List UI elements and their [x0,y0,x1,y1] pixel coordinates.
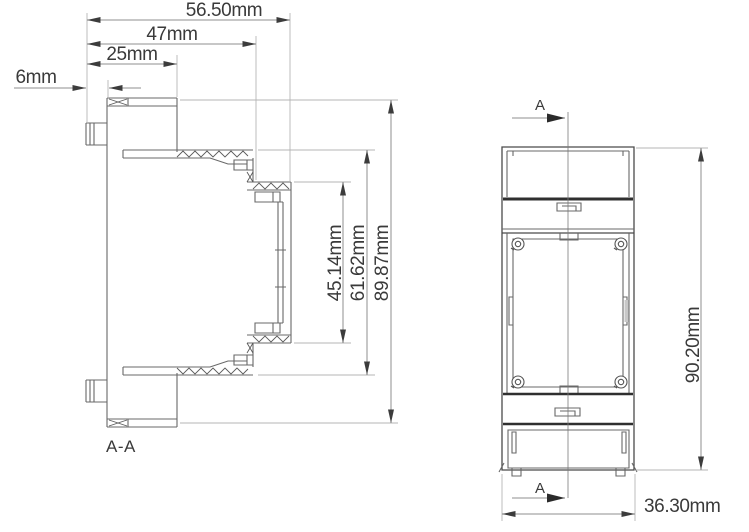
section-lower-step-bar [247,322,291,344]
extension-lines-section [86,13,398,424]
section-view-outline [85,97,292,428]
hatch-top-bar [108,98,128,106]
extension-lines-front [501,147,708,521]
hatch-upper-step [246,171,290,190]
dim-label-56: 56.50mm [186,0,262,21]
front-panel-tabs [559,233,579,393]
dim-height-45: 45.14mm [325,182,346,343]
dim-height-90: 90.20mm [683,148,704,470]
screw-icon [613,375,628,389]
section-upper-flange [122,149,254,182]
screw-icon [510,375,525,389]
dim-width-25: 25mm [87,44,177,67]
hatch-bottom-bar [108,419,128,427]
dim-label-45: 45.14mm [325,225,346,301]
dim-label-61: 61.62mm [348,225,369,301]
front-panel-screws [510,237,628,389]
dim-width-36: 36.30mm [502,496,721,517]
section-upper-step-bar [247,181,291,203]
hatch-upper-flange [176,150,249,158]
dim-label-90: 90.20mm [683,307,704,383]
section-marker-bottom: A [512,480,565,503]
section-top-protrusion [85,122,107,146]
section-top-bar [107,97,178,152]
front-panel-sides [506,233,630,393]
front-bottom-cover [507,429,630,469]
section-hatching [108,98,290,427]
section-bottom-bar [107,373,178,428]
section-lower-flange [122,343,254,376]
dim-label-89: 89.87mm [372,225,393,301]
front-lower-window [554,407,581,417]
dim-width-6: 6mm [14,67,141,91]
screw-icon [510,237,525,251]
front-view: A A [498,97,638,503]
dim-height-89: 89.87mm [372,100,394,423]
front-upper-window [556,202,582,212]
section-view-dimensions: 56.50mm 47mm 25mm 6mm 45.14mm 61.62mm 89… [14,0,398,424]
section-view-label: A-A [106,437,136,456]
front-bottom-feet [498,462,638,477]
front-view-dimensions: 90.20mm 36.30mm [501,147,721,521]
dim-label-25: 25mm [106,44,157,65]
hatch-lower-flange [176,367,249,375]
section-marker-top: A [512,97,565,123]
hatch-lower-step [246,335,290,354]
front-panel-notch-shade [624,300,629,322]
section-view: A-A [85,97,292,456]
section-marker-top-label: A [535,97,545,114]
dim-label-36: 36.30mm [644,496,720,517]
section-bottom-protrusion [85,379,107,403]
dim-height-61: 61.62mm [348,150,370,375]
dim-label-47: 47mm [146,24,197,45]
dim-label-6: 6mm [15,67,56,88]
screw-icon [613,237,628,251]
section-inner-wall [275,201,286,324]
section-marker-bottom-label: A [535,480,545,497]
dim-width-47: 47mm [87,24,256,47]
dim-width-56: 56.50mm [87,0,290,23]
front-outer-body [501,146,635,471]
